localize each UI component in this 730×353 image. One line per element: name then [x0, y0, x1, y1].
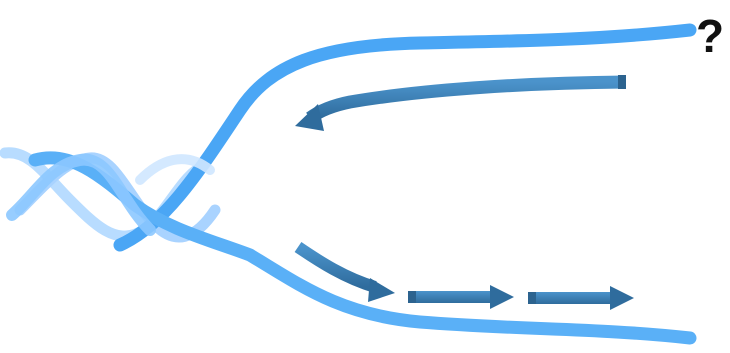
- okazaki-fragment-3: [528, 286, 634, 310]
- leading-strand-new: [295, 75, 626, 131]
- lagging-strand-template: [35, 158, 690, 338]
- okazaki-fragment-2: [408, 285, 514, 309]
- leading-strand-template: [120, 30, 690, 245]
- question-mark: ?: [696, 10, 724, 62]
